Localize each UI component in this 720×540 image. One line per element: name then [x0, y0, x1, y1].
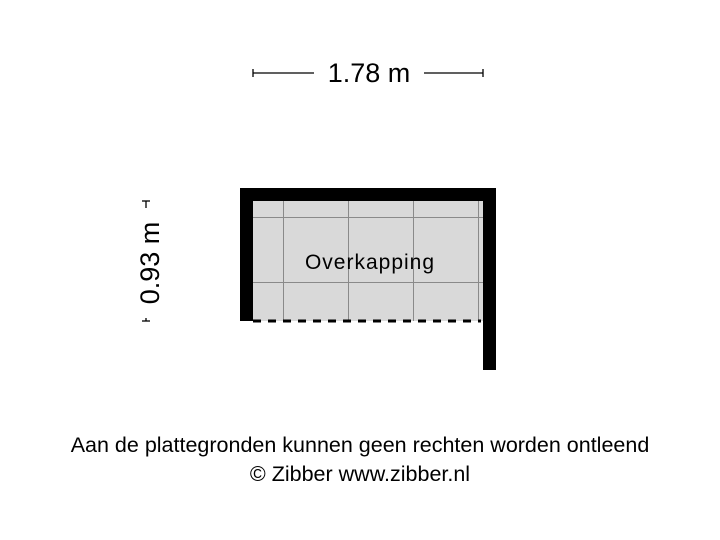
room-floor — [253, 201, 483, 321]
width-dimension-label: 1.78 m — [314, 56, 424, 90]
wall-right — [483, 188, 496, 370]
wall-top — [240, 188, 496, 201]
depth-dimension-label: 0.93 m — [133, 208, 167, 318]
floor-tile-grid — [253, 201, 483, 321]
walls — [240, 188, 496, 370]
copyright-text: © Zibber www.zibber.nl — [249, 462, 471, 486]
wall-left — [240, 188, 253, 321]
disclaimer-text: Aan de plattegronden kunnen geen rechten… — [70, 433, 650, 457]
room-label-overkapping: Overkapping — [304, 251, 436, 274]
